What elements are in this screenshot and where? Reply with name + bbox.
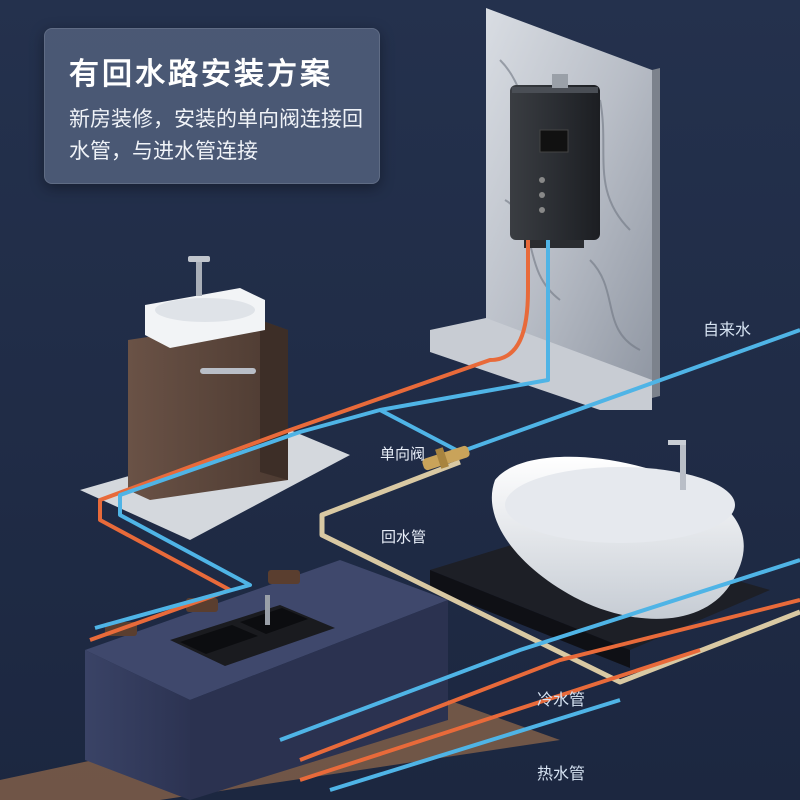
- label-cold-pipe: 冷水管: [537, 690, 586, 709]
- hot-pipe-line-lower: [299, 598, 800, 782]
- label-check-valve: 单向阀: [380, 445, 426, 463]
- marble-wall-side: [652, 68, 660, 398]
- return-pipe-line: [319, 459, 800, 685]
- bathtub: [491, 440, 744, 619]
- kitchen-sink: [170, 595, 335, 666]
- label-hot-pipe: 热水管: [537, 764, 586, 783]
- label-return-pipe: 回水管: [381, 528, 427, 546]
- info-card-title: 有回水路安装方案: [69, 57, 333, 92]
- marble-base: [430, 318, 652, 410]
- tub-platform-edge: [430, 570, 630, 668]
- info-card: 有回水路安装方案 新房装修，安装的单向阀连接回水管，与进水管连接: [44, 28, 380, 184]
- hot-pipe-line: [89, 240, 530, 642]
- label-tap-water: 自来水: [703, 320, 752, 339]
- water-heater: [510, 74, 600, 248]
- info-card-description: 新房装修，安装的单向阀连接回水管，与进水管连接: [69, 107, 363, 163]
- wash-basin: [145, 256, 265, 348]
- vanity-cabinet: [128, 320, 288, 500]
- cold-pipe-line: [94, 240, 550, 630]
- cold-pipe-line-lower: [279, 558, 800, 792]
- check-valve: [422, 445, 470, 471]
